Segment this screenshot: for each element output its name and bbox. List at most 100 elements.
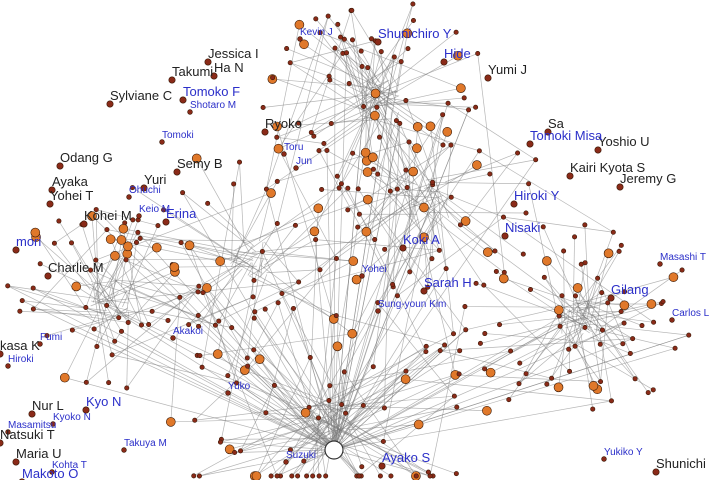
node: [251, 315, 257, 321]
node: [627, 350, 633, 356]
node: [129, 185, 135, 191]
node: [123, 257, 129, 263]
node: [456, 83, 466, 94]
edge: [384, 218, 419, 250]
edge: [310, 10, 352, 133]
node: [110, 251, 120, 261]
label-masashi_t: Masashi T: [660, 252, 706, 263]
edge: [344, 284, 393, 373]
edge: [180, 242, 248, 359]
node: [686, 332, 692, 338]
node: [130, 217, 136, 223]
edge: [127, 271, 176, 323]
node: [472, 160, 482, 170]
edge: [276, 90, 397, 138]
node: [544, 381, 550, 387]
edge: [140, 238, 249, 264]
node-yohei_t: [46, 200, 54, 208]
node: [423, 343, 429, 349]
node: [296, 120, 302, 126]
edge: [96, 264, 173, 303]
edge: [198, 285, 335, 451]
node: [370, 364, 376, 370]
node: [376, 134, 382, 140]
edge: [528, 183, 561, 327]
node: [180, 190, 186, 196]
node-tomoko_f: [179, 96, 187, 104]
node: [370, 88, 381, 99]
edge: [351, 10, 399, 87]
edge: [22, 300, 335, 451]
edge: [125, 259, 335, 451]
node-takuya_m: [121, 447, 127, 453]
edge: [76, 286, 335, 451]
node: [453, 50, 463, 61]
node: [233, 380, 239, 386]
node: [195, 289, 201, 295]
node-semy_b: [173, 168, 181, 176]
edge: [360, 48, 409, 93]
node-gilang: [607, 294, 615, 302]
node: [30, 227, 41, 238]
node: [139, 322, 145, 328]
node: [59, 372, 70, 383]
node-yuri: [140, 184, 148, 192]
node: [274, 473, 280, 479]
node-erina: [162, 218, 170, 226]
node: [442, 342, 448, 348]
edge: [319, 144, 452, 271]
node-fumi: [37, 341, 43, 347]
node: [599, 327, 605, 333]
edge: [314, 231, 335, 451]
node: [403, 368, 409, 374]
node: [482, 366, 488, 372]
node: [169, 262, 180, 272]
label-sarah_h: Sarah H: [424, 275, 472, 290]
edge: [415, 164, 478, 204]
node: [196, 473, 202, 479]
edge: [465, 152, 518, 222]
node: [348, 256, 359, 266]
edge: [573, 299, 625, 306]
node: [344, 50, 350, 56]
label-kevin_j: Kevin J: [300, 27, 333, 38]
edge: [586, 304, 643, 326]
node-toru: [281, 151, 287, 157]
node: [118, 223, 129, 234]
node: [349, 37, 355, 43]
node: [345, 185, 351, 191]
node: [294, 19, 305, 30]
node: [650, 387, 656, 393]
edge: [152, 311, 232, 328]
edge: [76, 280, 117, 287]
node: [402, 28, 413, 39]
edge: [264, 241, 299, 283]
label-jessica_i: Jessica I: [208, 46, 259, 61]
edge: [217, 353, 335, 451]
edge: [574, 300, 591, 347]
node: [590, 406, 596, 412]
node: [618, 309, 624, 315]
node: [520, 251, 526, 257]
node: [492, 248, 498, 254]
node: [287, 447, 293, 453]
node: [423, 349, 429, 355]
edge: [189, 245, 237, 384]
edge: [480, 314, 595, 344]
label-ohuchi: Ohuchi: [129, 185, 161, 196]
node: [195, 313, 201, 319]
node: [362, 194, 373, 205]
node: [406, 139, 412, 145]
label-kyoko_n: Kyoko N: [53, 412, 91, 423]
edge: [333, 292, 602, 451]
label-yukiko_y: Yukiko Y: [604, 447, 643, 458]
edge: [281, 184, 433, 294]
edge: [345, 370, 407, 431]
node-sylviane_c: [106, 100, 114, 108]
edge: [316, 439, 320, 477]
node: [317, 30, 323, 36]
edge: [90, 269, 122, 314]
label-sylviane_c: Sylviane C: [110, 88, 172, 103]
edge: [256, 357, 311, 477]
node: [620, 341, 626, 347]
